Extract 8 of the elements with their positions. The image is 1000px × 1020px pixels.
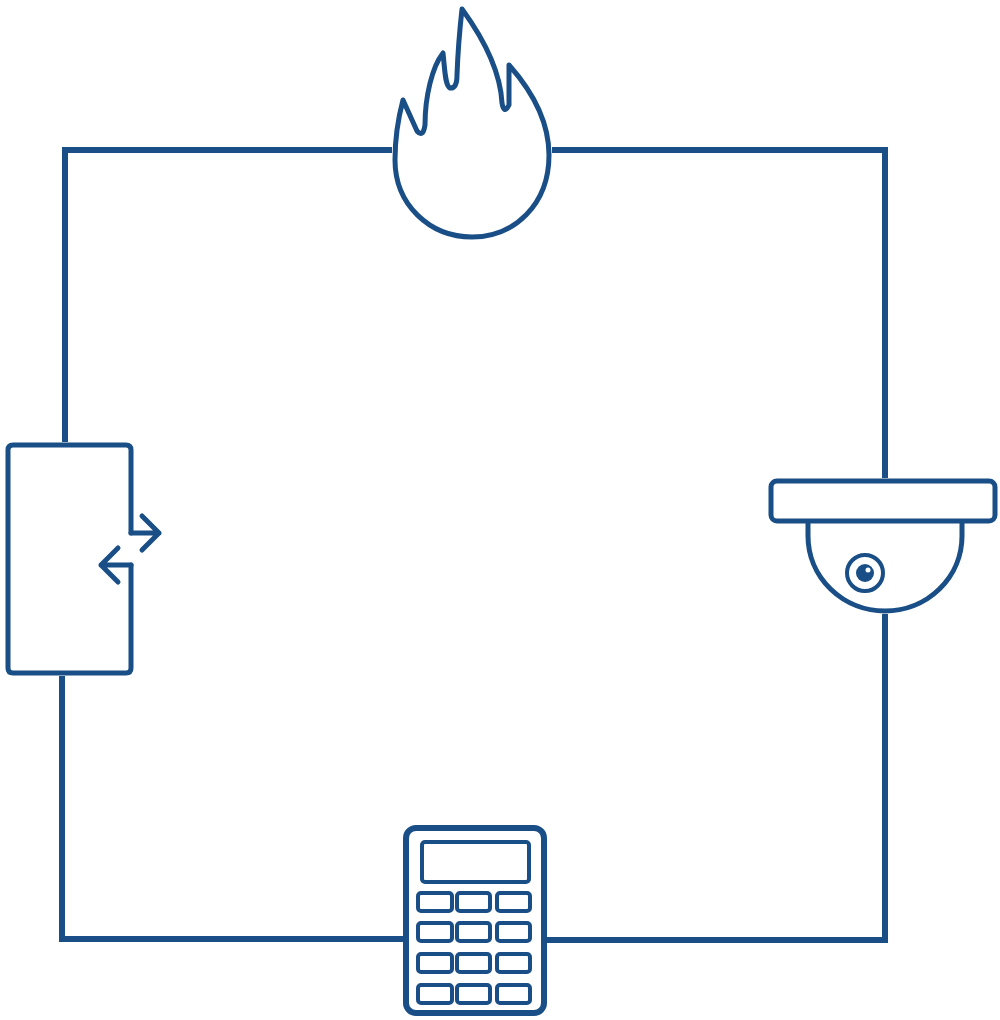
connector-line bbox=[552, 147, 888, 478]
connector-line bbox=[547, 614, 888, 943]
calculator-icon bbox=[403, 825, 547, 1016]
dome-camera-icon bbox=[768, 478, 998, 614]
connector-line bbox=[62, 147, 392, 442]
flame-icon bbox=[392, 5, 552, 240]
door-arrows-icon bbox=[5, 442, 163, 676]
connector-line bbox=[59, 676, 403, 942]
